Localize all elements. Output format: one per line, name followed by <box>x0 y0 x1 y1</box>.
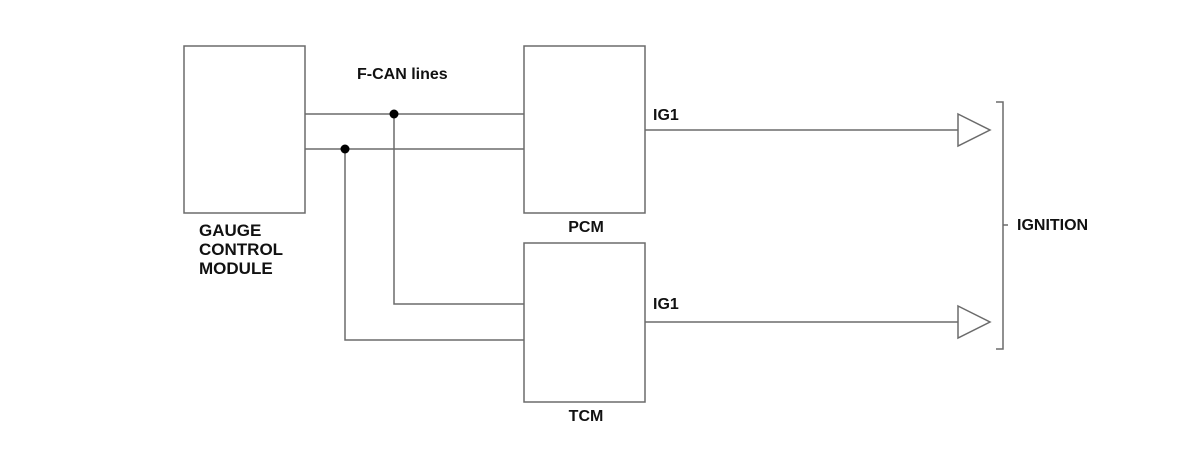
junction-dot-lower <box>340 144 350 154</box>
f-can-branch-upper-to-tcm <box>393 114 524 305</box>
gauge-label-line-1: GAUGE <box>199 221 261 240</box>
tcm-ig1-label: IG1 <box>653 296 679 313</box>
gauge-control-module: GAUGE CONTROL MODULE <box>183 45 306 278</box>
gauge-label-line-2: CONTROL <box>199 240 283 259</box>
tcm-module: TCM <box>523 242 646 425</box>
junction-dot-upper <box>389 109 399 119</box>
gauge-control-module-box <box>183 45 306 214</box>
pcm-label: PCM <box>568 219 604 236</box>
tcm-ig1-arrow-icon <box>957 304 992 340</box>
ignition-bracket-icon <box>996 101 1004 350</box>
pcm-ig1-arrow-icon <box>957 112 992 148</box>
pcm-ig1-output: IG1 <box>645 107 992 148</box>
ignition-bracket: IGNITION <box>996 101 1088 350</box>
f-can-branch-lower-to-tcm <box>344 149 524 341</box>
tcm-box <box>523 242 646 403</box>
tcm-ig1-output: IG1 <box>645 296 992 340</box>
pcm-ig1-label: IG1 <box>653 107 679 124</box>
pcm-box <box>523 45 646 214</box>
pcm-module: PCM <box>523 45 646 236</box>
f-can-lines-label: F-CAN lines <box>357 66 448 83</box>
tcm-label: TCM <box>569 408 604 425</box>
ignition-label: IGNITION <box>1017 217 1088 234</box>
gauge-label-line-3: MODULE <box>199 259 273 278</box>
